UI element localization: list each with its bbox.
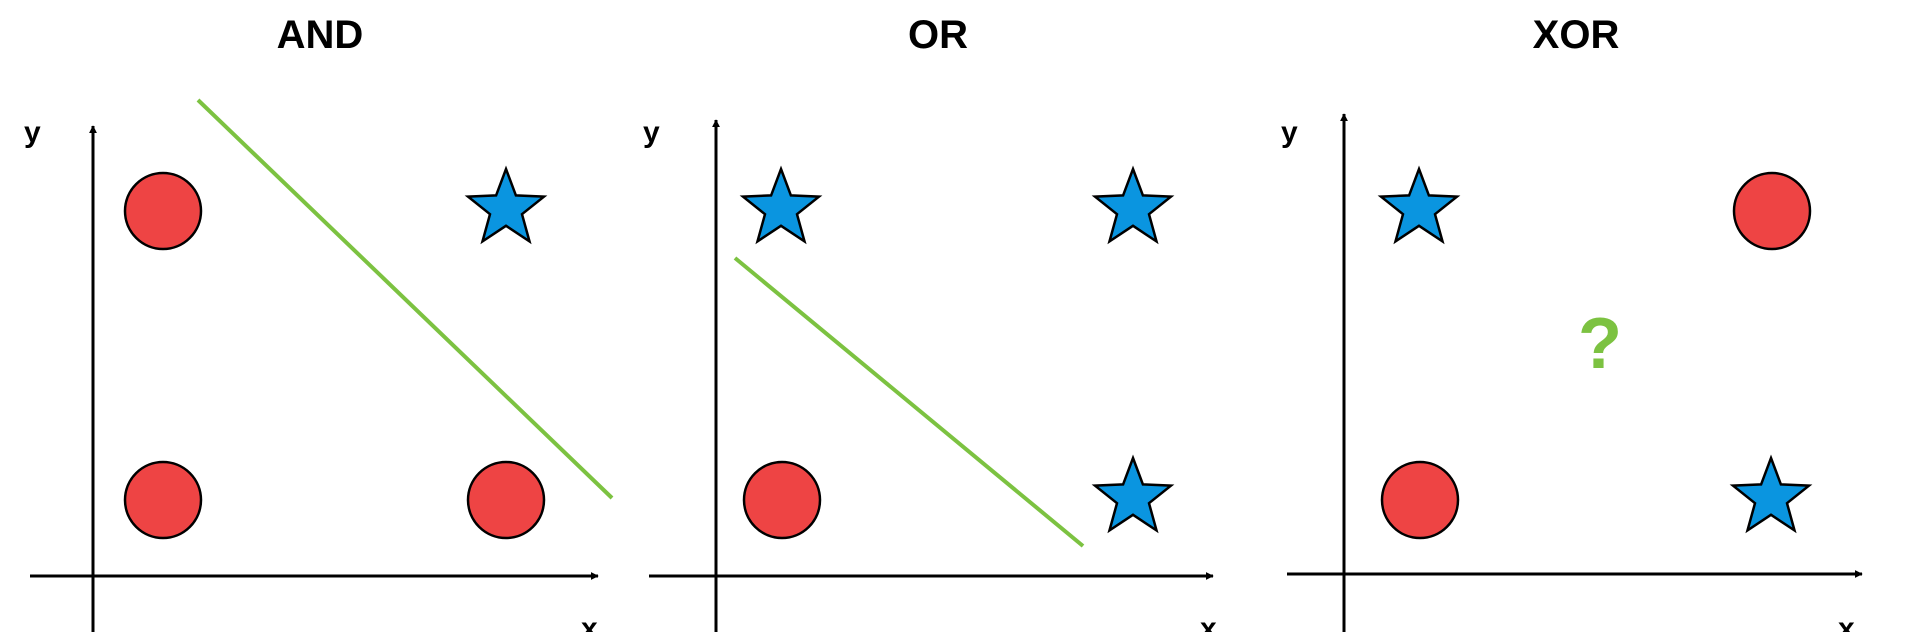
circle-marker [1732, 171, 1812, 251]
question-mark-annotation: ? [1578, 304, 1622, 384]
panel-or: OR y x [643, 13, 1217, 632]
star-marker [1091, 165, 1175, 245]
circle-marker [466, 460, 546, 540]
x-axis-label: x [581, 612, 598, 632]
y-axis-label: y [643, 116, 660, 149]
y-axis-label: y [24, 116, 41, 149]
x-axis-label: x [1838, 612, 1855, 632]
star-marker [1091, 454, 1175, 534]
panel-title: AND [277, 13, 364, 57]
circle-marker [1380, 460, 1460, 540]
x-axis-label: x [1200, 612, 1217, 632]
star-marker [1729, 454, 1813, 534]
circle-marker [123, 460, 203, 540]
panel-title: XOR [1533, 13, 1620, 57]
star-marker [464, 165, 548, 245]
panel-title: OR [908, 13, 968, 57]
star-marker [739, 165, 823, 245]
decision-boundary-line [733, 256, 1085, 548]
circle-marker [742, 460, 822, 540]
panel-and: AND y x [24, 13, 614, 632]
y-axis-label: y [1281, 116, 1298, 149]
star-marker [1377, 165, 1461, 245]
decision-boundary-line [196, 98, 614, 500]
circle-marker [123, 171, 203, 251]
panel-xor: XOR y x ? [1281, 13, 1863, 632]
